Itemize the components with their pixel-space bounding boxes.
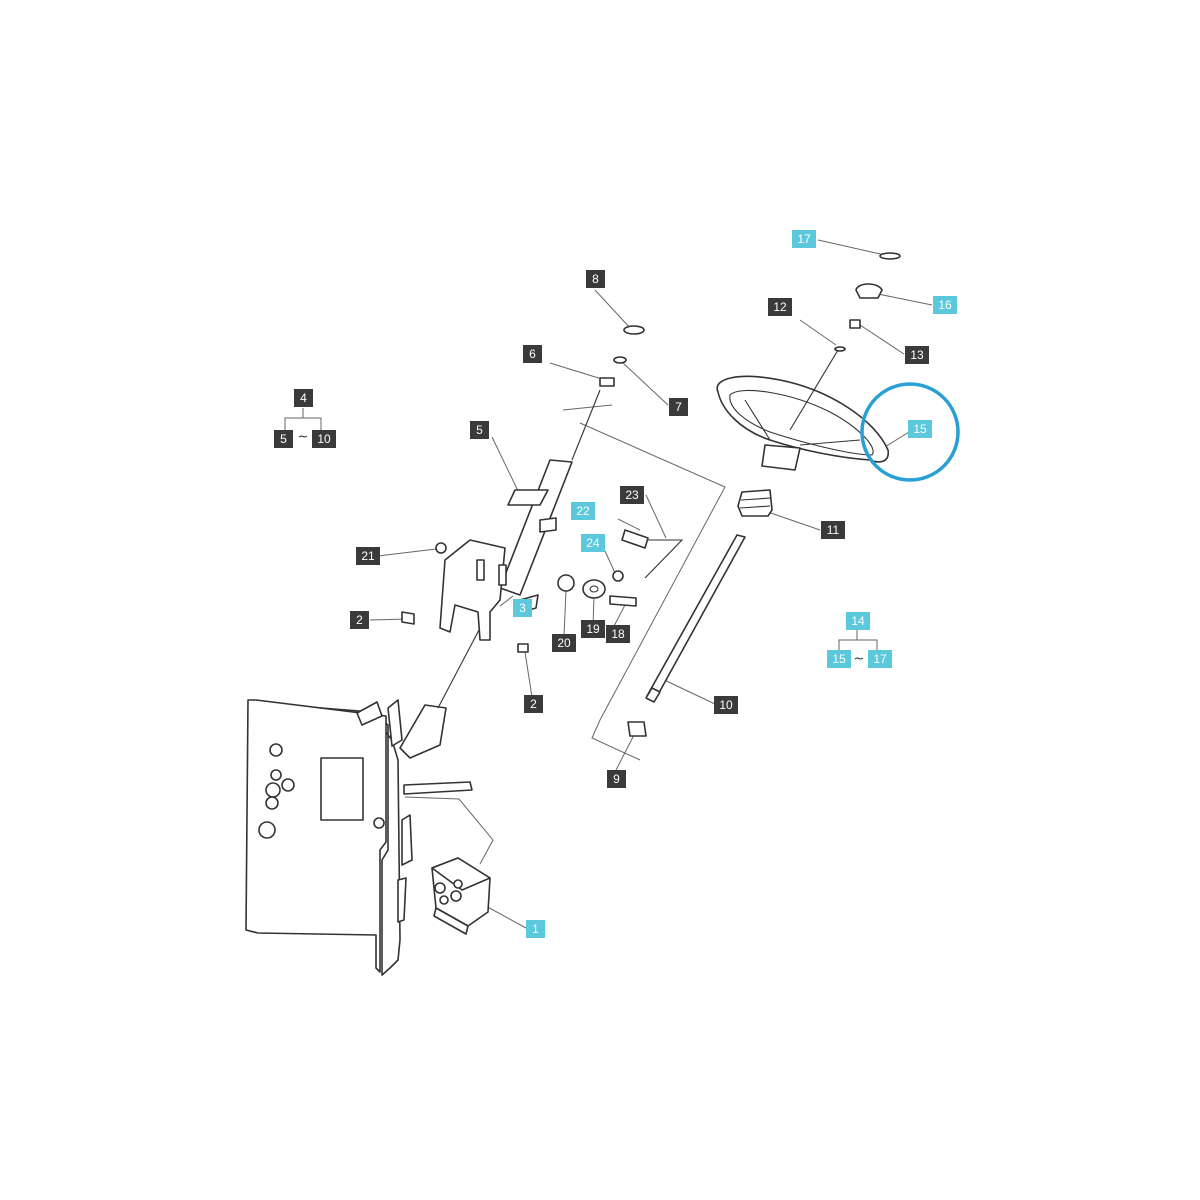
svg-text:17: 17 <box>873 652 887 666</box>
group-separator-4: ~ <box>298 430 309 445</box>
svg-text:13: 13 <box>910 348 924 362</box>
svg-text:19: 19 <box>586 622 600 636</box>
label-17b: 17 <box>792 230 816 248</box>
label-15a: 15 <box>827 650 851 668</box>
label-1: 1 <box>526 920 545 938</box>
svg-text:12: 12 <box>773 300 787 314</box>
svg-text:15: 15 <box>913 422 927 436</box>
label-10b: 10 <box>714 696 738 714</box>
label-21: 21 <box>356 547 380 565</box>
svg-text:3: 3 <box>519 601 526 615</box>
pin-18 <box>609 595 637 607</box>
svg-text:20: 20 <box>557 636 571 650</box>
svg-text:1: 1 <box>532 922 539 936</box>
star-washer-20 <box>557 574 575 592</box>
emblem-17 <box>879 252 901 260</box>
label-7: 7 <box>669 398 688 416</box>
label-3: 3 <box>513 599 532 617</box>
svg-text:7: 7 <box>675 400 682 414</box>
svg-text:10: 10 <box>317 432 331 446</box>
nut-24 <box>612 570 624 582</box>
label-8: 8 <box>586 270 605 288</box>
group-separator-14: ~ <box>854 652 865 667</box>
svg-text:14: 14 <box>851 614 865 628</box>
shaft-coupling <box>627 721 647 737</box>
label-11: 11 <box>821 521 845 539</box>
column-bracket <box>439 539 507 641</box>
label-15b: 15 <box>908 420 932 438</box>
label-22: 22 <box>571 502 595 520</box>
handle-22 <box>621 529 649 549</box>
svg-text:2: 2 <box>530 697 537 711</box>
svg-text:22: 22 <box>576 504 590 518</box>
label-9: 9 <box>607 770 626 788</box>
dashboard-frame-panel <box>245 699 473 976</box>
wheel-cap-parts <box>834 252 901 352</box>
svg-text:5: 5 <box>280 432 287 446</box>
bushing-19 <box>582 579 606 599</box>
svg-text:2: 2 <box>356 613 363 627</box>
label-18: 18 <box>606 625 630 643</box>
svg-text:8: 8 <box>592 272 599 286</box>
label-2a: 2 <box>350 611 369 629</box>
label-23: 23 <box>620 486 644 504</box>
label-13: 13 <box>905 346 929 364</box>
o-ring-8 <box>623 325 645 335</box>
svg-text:17: 17 <box>797 232 811 246</box>
column-top-parts <box>599 325 645 387</box>
steering-shaft <box>645 534 746 703</box>
label-12: 12 <box>768 298 792 316</box>
bushing-6 <box>599 377 615 387</box>
svg-text:21: 21 <box>361 549 375 563</box>
svg-text:15: 15 <box>832 652 846 666</box>
nut-13 <box>849 319 861 329</box>
bolt-2b <box>517 643 529 653</box>
svg-text:18: 18 <box>611 627 625 641</box>
bolt-2a <box>401 611 415 625</box>
svg-text:9: 9 <box>613 772 620 786</box>
steering-gaiter <box>737 489 773 517</box>
label-10a: 10 <box>312 430 336 448</box>
svg-text:23: 23 <box>625 488 639 502</box>
label-20: 20 <box>552 634 576 652</box>
washer-12 <box>834 346 846 352</box>
label-14: 14 <box>846 612 870 630</box>
label-5a: 5 <box>274 430 293 448</box>
label-16: 16 <box>933 296 957 314</box>
label-17a: 17 <box>868 650 892 668</box>
circlip-7 <box>613 356 627 364</box>
label-6: 6 <box>523 345 542 363</box>
lever-23 <box>644 539 684 579</box>
label-5b: 5 <box>470 421 489 439</box>
label-24: 24 <box>581 534 605 552</box>
svg-text:16: 16 <box>938 298 952 312</box>
nut-21 <box>435 542 447 554</box>
cap-16 <box>855 283 883 299</box>
leader-lines <box>284 239 933 929</box>
svg-text:6: 6 <box>529 347 536 361</box>
label-2b: 2 <box>524 695 543 713</box>
svg-text:24: 24 <box>586 536 600 550</box>
label-19: 19 <box>581 620 605 638</box>
svg-text:5: 5 <box>476 423 483 437</box>
svg-text:4: 4 <box>300 391 307 405</box>
svg-text:10: 10 <box>719 698 733 712</box>
svg-text:11: 11 <box>827 523 840 537</box>
label-4: 4 <box>294 389 313 407</box>
steering-unit-valve <box>431 857 491 935</box>
steering-wheel <box>716 349 890 471</box>
highlight-circle <box>860 382 960 482</box>
